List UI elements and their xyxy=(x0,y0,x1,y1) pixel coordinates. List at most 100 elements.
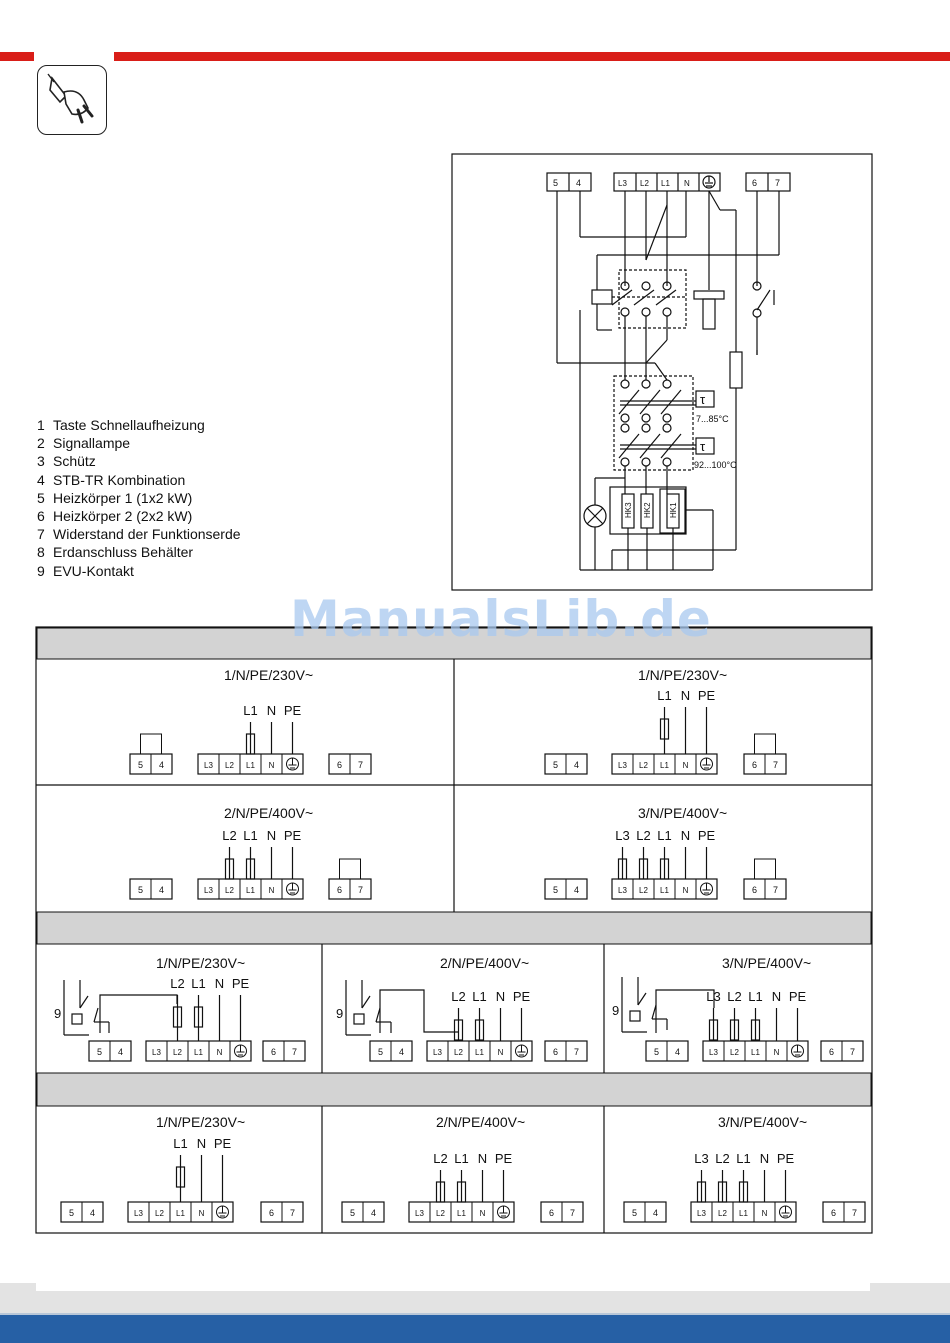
supply-label-N: N xyxy=(197,1136,206,1151)
thermostat-stb xyxy=(695,437,715,455)
terminal-L3: L3 xyxy=(134,1209,143,1218)
fuse-symbol xyxy=(245,858,256,880)
terminal-6: 6 xyxy=(337,885,342,895)
evu-label-3: 9 xyxy=(612,1003,619,1018)
schem-L1: L1 xyxy=(661,179,670,188)
terminal-7: 7 xyxy=(290,1208,295,1218)
tau-1: τ xyxy=(700,392,706,407)
funktionserde-resistor xyxy=(729,351,743,389)
supply-label-L2: L2 xyxy=(170,976,184,991)
config-title-5: 1/N/PE/230V~ xyxy=(156,955,245,971)
top-bar-notch xyxy=(34,52,114,61)
terminal-4: 4 xyxy=(371,1208,376,1218)
supply-label-L1: L1 xyxy=(243,828,257,843)
schem-t5: 5 xyxy=(553,178,558,188)
supply-label-L1: L1 xyxy=(472,989,486,1004)
supply-label-L1: L1 xyxy=(243,703,257,718)
supply-label-PE: PE xyxy=(777,1151,795,1166)
fuse-symbol xyxy=(245,733,256,755)
supply-label-L1: L1 xyxy=(657,828,671,843)
fuse-symbol xyxy=(224,858,235,880)
terminal-L3: L3 xyxy=(433,1048,442,1057)
section-header-1 xyxy=(36,627,872,660)
terminal-5: 5 xyxy=(553,760,558,770)
terminal-L2: L2 xyxy=(436,1209,445,1218)
terminal-5: 5 xyxy=(138,885,143,895)
label-hk3: HK3 xyxy=(624,502,633,518)
supply-label-L3: L3 xyxy=(694,1151,708,1166)
schem-t6: 6 xyxy=(752,178,757,188)
terminal-7: 7 xyxy=(773,885,778,895)
terminal-6: 6 xyxy=(831,1208,836,1218)
terminal-5: 5 xyxy=(138,760,143,770)
schem-N: N xyxy=(684,179,690,188)
terminal-4: 4 xyxy=(675,1047,680,1057)
terminal-L2: L2 xyxy=(454,1048,463,1057)
terminal-L3: L3 xyxy=(618,761,627,770)
footer-blue-bar xyxy=(0,1315,950,1343)
terminal-4: 4 xyxy=(159,885,164,895)
terminal-6: 6 xyxy=(337,760,342,770)
terminal-N: N xyxy=(480,1209,486,1218)
temp-range-stb: 92...100°C xyxy=(694,460,737,470)
terminal-5: 5 xyxy=(97,1047,102,1057)
terminal-4: 4 xyxy=(90,1208,95,1218)
terminal-7: 7 xyxy=(773,760,778,770)
terminal-L2: L2 xyxy=(225,761,234,770)
terminal-L1: L1 xyxy=(457,1209,466,1218)
supply-label-N: N xyxy=(215,976,224,991)
fuse-symbol xyxy=(638,858,649,880)
terminal-4: 4 xyxy=(118,1047,123,1057)
terminal-N: N xyxy=(683,886,689,895)
evu-relay xyxy=(353,1013,365,1025)
terminal-4: 4 xyxy=(574,885,579,895)
terminal-7: 7 xyxy=(570,1208,575,1218)
terminal-5: 5 xyxy=(350,1208,355,1218)
supply-label-L2: L2 xyxy=(727,989,741,1004)
fuse-symbol xyxy=(659,858,670,880)
terminal-L1: L1 xyxy=(660,761,669,770)
supply-label-L1: L1 xyxy=(454,1151,468,1166)
terminal-6: 6 xyxy=(752,885,757,895)
supply-label-PE: PE xyxy=(214,1136,232,1151)
supply-label-N: N xyxy=(772,989,781,1004)
schem-t4: 4 xyxy=(576,178,581,188)
fuse-symbol xyxy=(750,1019,761,1041)
config-title-7: 3/N/PE/400V~ xyxy=(722,955,811,971)
config-title-4: 3/N/PE/400V~ xyxy=(638,805,727,821)
terminal-4: 4 xyxy=(399,1047,404,1057)
evu-label-2: 9 xyxy=(336,1006,343,1021)
terminal-L3: L3 xyxy=(709,1048,718,1057)
label-hk1: HK1 xyxy=(669,502,678,518)
fuse-symbol xyxy=(456,1181,467,1203)
terminal-4: 4 xyxy=(159,760,164,770)
supply-label-N: N xyxy=(478,1151,487,1166)
terminal-N: N xyxy=(269,761,275,770)
supply-label-L1: L1 xyxy=(191,976,205,991)
terminal-L1: L1 xyxy=(739,1209,748,1218)
terminal-L2: L2 xyxy=(718,1209,727,1218)
terminal-L3: L3 xyxy=(618,886,627,895)
supply-label-L3: L3 xyxy=(615,828,629,843)
terminal-N: N xyxy=(269,886,275,895)
terminal-5: 5 xyxy=(632,1208,637,1218)
supply-label-L1: L1 xyxy=(173,1136,187,1151)
top-red-bar xyxy=(0,52,950,61)
footer-white-strip xyxy=(36,1283,870,1291)
fuse-symbol xyxy=(738,1181,749,1203)
terminal-6: 6 xyxy=(553,1047,558,1057)
fuse-symbol xyxy=(193,1006,204,1028)
terminal-L2: L2 xyxy=(639,886,648,895)
supply-label-PE: PE xyxy=(284,703,302,718)
contactor-coil xyxy=(591,289,613,305)
supply-label-L2: L2 xyxy=(433,1151,447,1166)
terminal-5: 5 xyxy=(378,1047,383,1057)
supply-label-PE: PE xyxy=(698,828,716,843)
terminal-L1: L1 xyxy=(176,1209,185,1218)
terminal-7: 7 xyxy=(574,1047,579,1057)
